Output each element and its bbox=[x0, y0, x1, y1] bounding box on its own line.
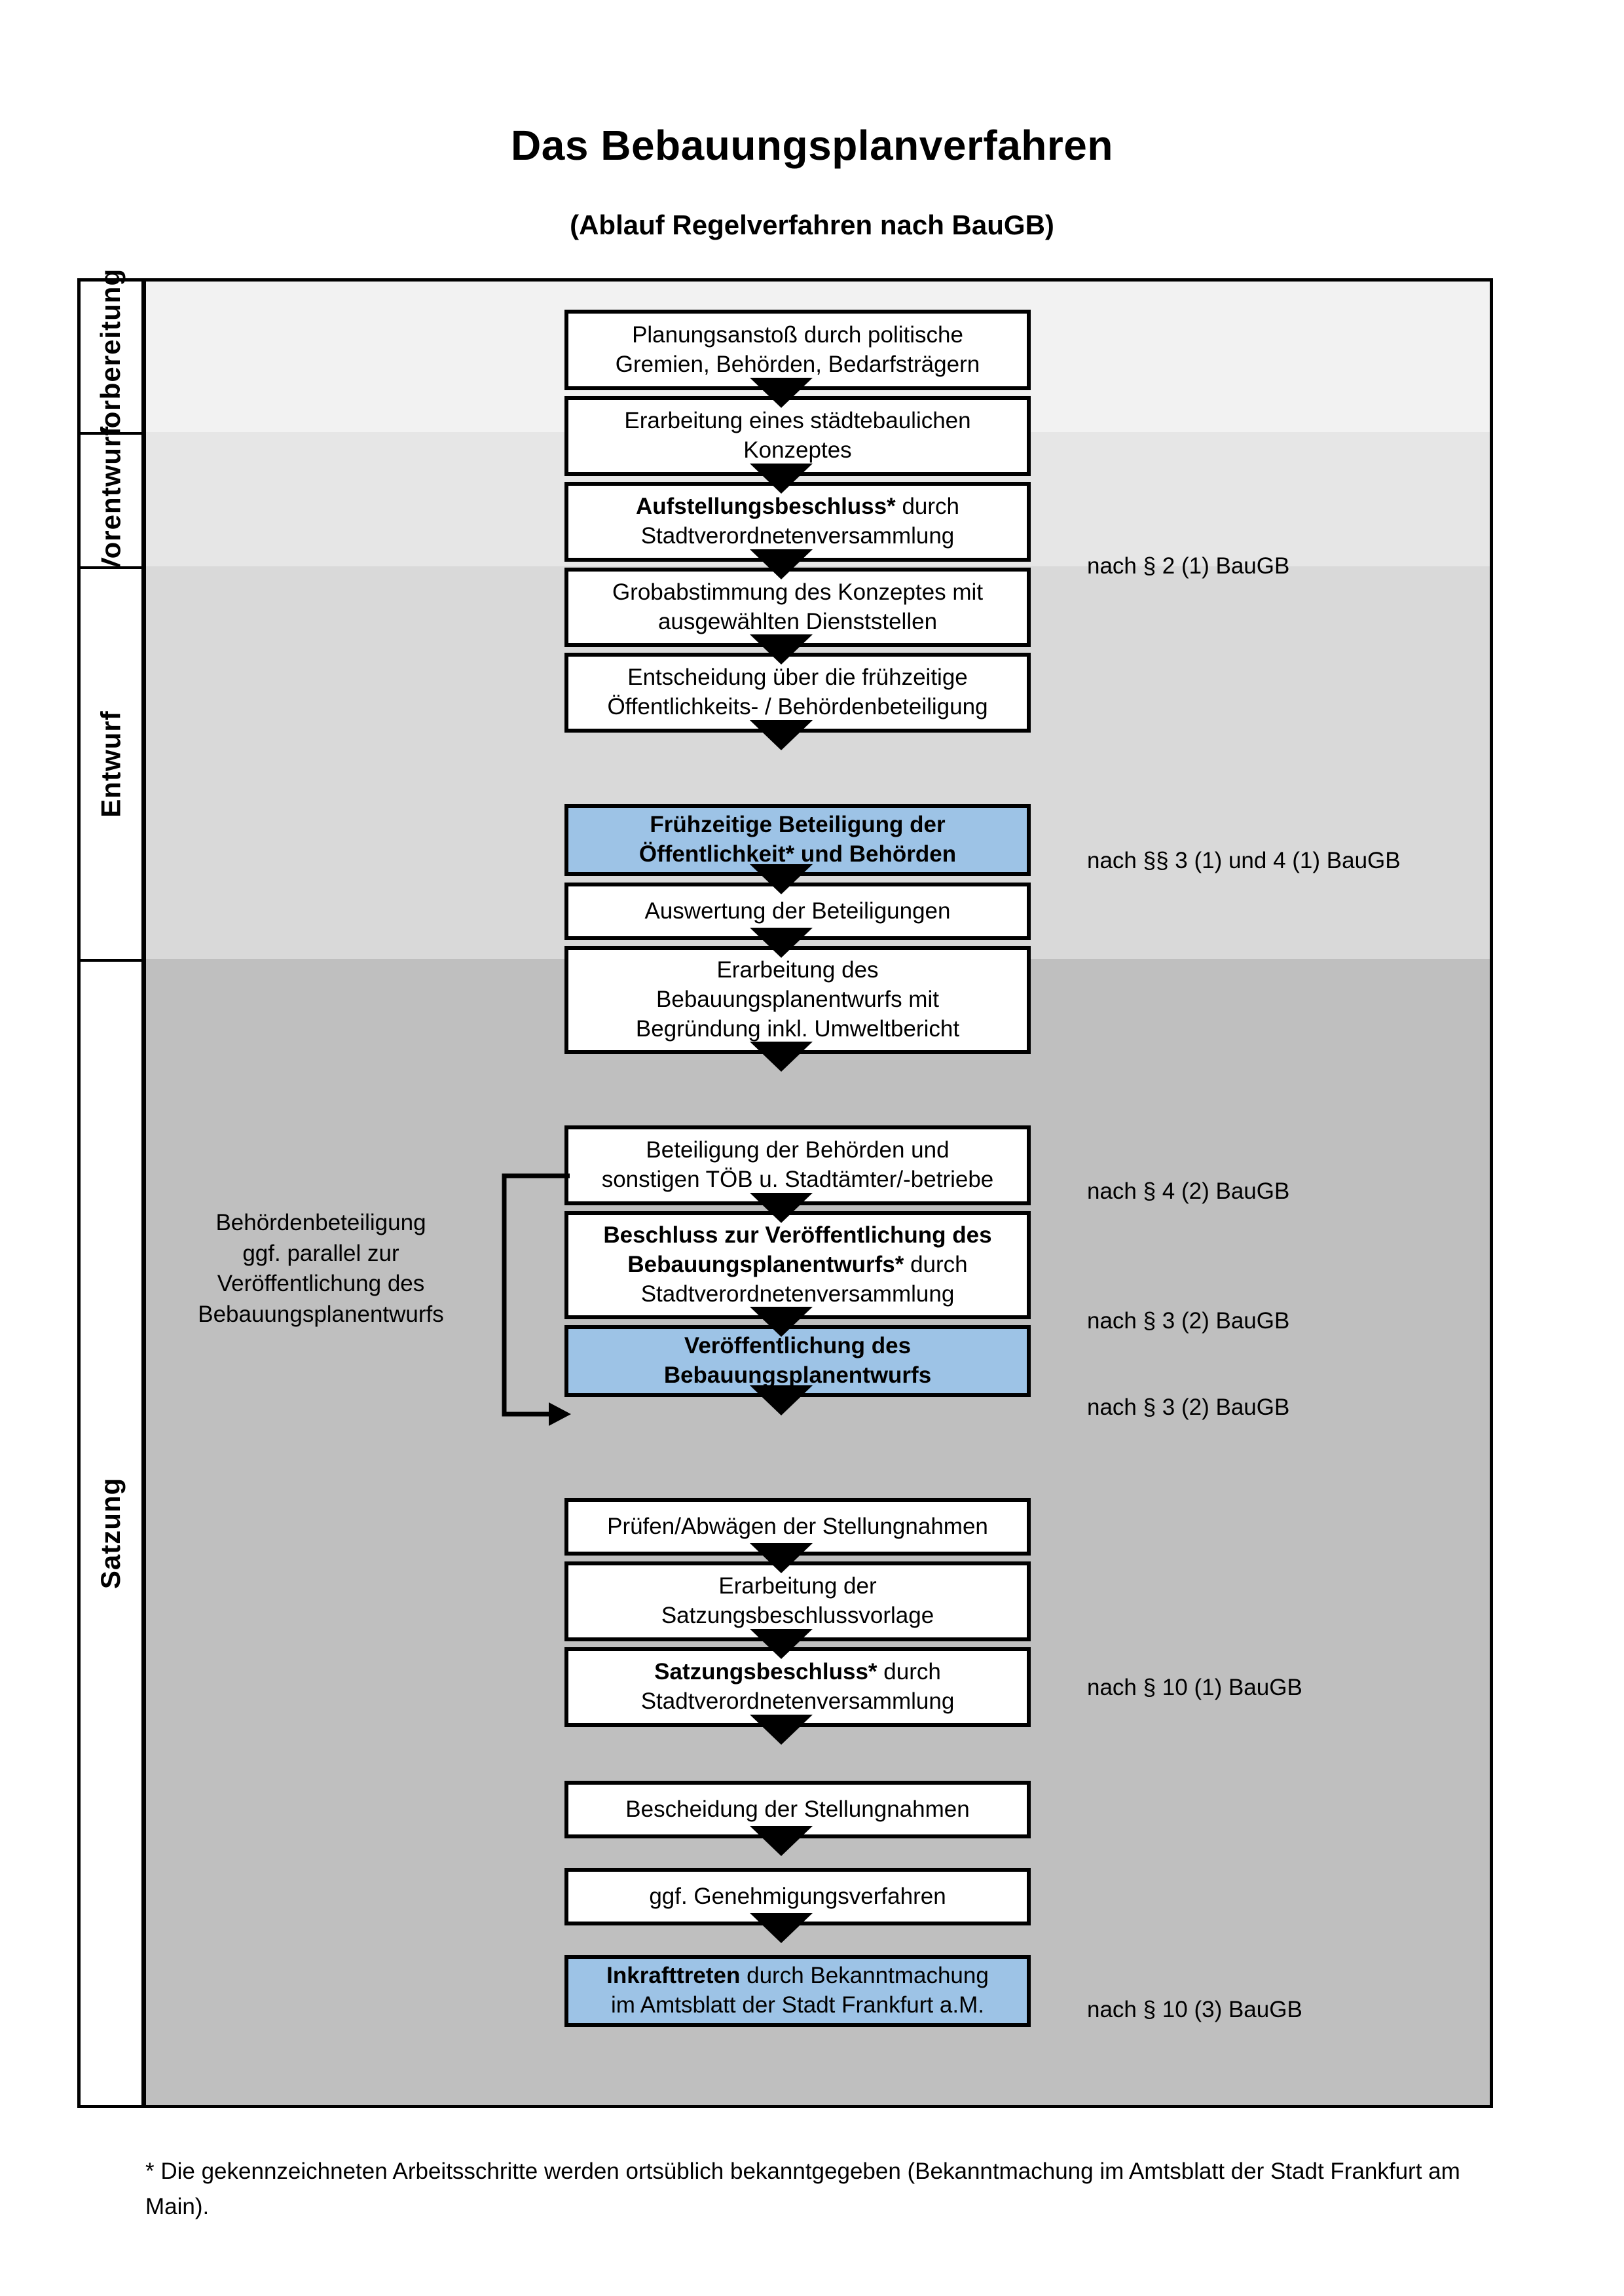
node-line: Veröffentlichung des bbox=[684, 1333, 912, 1359]
side-note-behoerdenbeteiligung: Behördenbeteiligung ggf. parallel zur Ve… bbox=[167, 1208, 475, 1330]
phase-label-column: Vorbereitung Vorentwurf Entwurf Satzung bbox=[81, 268, 146, 2105]
phase-label-text: Vorbereitung bbox=[95, 268, 126, 446]
node-line: Erarbeitung der bbox=[718, 1573, 877, 1599]
node-konzept[interactable]: Erarbeitung eines städtebaulichen Konzep… bbox=[564, 396, 1031, 476]
flow-arrow bbox=[750, 464, 813, 494]
phase-label-vorbereitung: Vorbereitung bbox=[81, 268, 141, 445]
flow-arrow bbox=[750, 1826, 813, 1856]
node-line: Bebauungsplanentwurfs mit bbox=[656, 987, 939, 1013]
phase-label-vorentwurf: Vorentwurf bbox=[81, 426, 141, 575]
node-bold-text: Aufstellungsbeschluss* bbox=[635, 494, 896, 520]
flow-arrow bbox=[750, 864, 813, 894]
node-line: ggf. Genehmigungsverfahren bbox=[649, 1883, 946, 1909]
node-line: ausgewählten Dienststellen bbox=[657, 608, 938, 634]
side-note-line: Veröffentlichung des bbox=[217, 1271, 425, 1297]
flow-arrow bbox=[750, 1543, 813, 1573]
legal-ref-fruehzeitige-beteiligung: nach §§ 3 (1) und 4 (1) BauGB bbox=[1087, 848, 1401, 873]
side-note-line: Bebauungsplanentwurfs bbox=[198, 1301, 444, 1327]
phase-label-text: Satzung bbox=[95, 1477, 126, 1590]
node-line: Entscheidung über die frühzeitige bbox=[627, 665, 968, 691]
footnote: * Die gekennzeichneten Arbeitsschritte w… bbox=[145, 2159, 1460, 2220]
node-line: Öffentlichkeits- / Behördenbeteiligung bbox=[607, 694, 988, 720]
node-line: Grobabstimmung des Konzeptes mit bbox=[612, 579, 984, 605]
node-line: Begründung inkl. Umweltbericht bbox=[635, 1015, 960, 1042]
flow-arrow bbox=[750, 720, 813, 750]
node-line: Bebauungsplanentwurfs bbox=[663, 1362, 932, 1388]
node-bold-text: Satzungsbeschluss* bbox=[654, 1659, 877, 1685]
legal-ref-aufstellungsbeschluss: nach § 2 (1) BauGB bbox=[1087, 553, 1290, 579]
node-line: Satzungsbeschlussvorlage bbox=[661, 1603, 934, 1628]
flowchart-frame: Vorbereitung Vorentwurf Entwurf Satzung bbox=[77, 268, 1493, 2108]
node-line: sonstigen TÖB u. Stadtämter/-betriebe bbox=[601, 1167, 994, 1192]
node-bold-text: Inkrafttreten bbox=[606, 1963, 741, 1989]
node-line: Gremien, Behörden, Bedarfsträgern bbox=[615, 351, 980, 377]
node-rest-text: durch Bekanntmachung bbox=[740, 1963, 989, 1989]
page-subtitle: (Ablauf Regelverfahren nach BauGB) bbox=[570, 210, 1054, 240]
node-beteiligung-behoerden[interactable]: Beteiligung der Behörden und sonstigen T… bbox=[564, 1125, 1031, 1205]
node-line: Auswertung der Beteiligungen bbox=[644, 898, 951, 924]
node-bold-text: Beschluss zur Veröffentlichung des Bebau… bbox=[603, 1222, 992, 1278]
bracket-arrowhead bbox=[549, 1402, 571, 1426]
node-line: Stadtverordnetenversammlung bbox=[640, 523, 955, 549]
phase-label-text: Vorentwurf bbox=[95, 426, 126, 575]
phase-label-text: Entwurf bbox=[95, 710, 126, 818]
side-note-line: Behördenbeteiligung bbox=[215, 1210, 426, 1235]
node-line: Stadtverordnetenversammlung bbox=[640, 1281, 955, 1307]
phase-divider bbox=[81, 432, 141, 435]
phase-label-satzung: Satzung bbox=[81, 962, 141, 2105]
flow-arrow bbox=[750, 928, 813, 958]
legal-ref-satzungsbeschluss: nach § 10 (1) BauGB bbox=[1087, 1675, 1302, 1700]
legal-ref-inkrafttreten: nach § 10 (3) BauGB bbox=[1087, 1997, 1302, 2022]
node-line: Konzeptes bbox=[743, 437, 852, 463]
node-line: Erarbeitung des bbox=[716, 957, 879, 983]
flow-arrow bbox=[750, 1042, 813, 1072]
legal-ref-veroeffentlichung: nach § 3 (2) BauGB bbox=[1087, 1394, 1290, 1420]
flow-arrow bbox=[750, 1913, 813, 1943]
flow-arrow bbox=[750, 1193, 813, 1223]
node-line: Planungsanstoß durch politische bbox=[632, 321, 963, 348]
node-line: Stadtverordnetenversammlung bbox=[640, 1688, 955, 1714]
flow-arrow bbox=[750, 549, 813, 579]
node-beschluss-veroeffentlichung[interactable]: Beschluss zur Veröffentlichung des Bebau… bbox=[564, 1211, 1031, 1319]
node-line: im Amtsblatt der Stadt Frankfurt a.M. bbox=[611, 1992, 984, 2018]
legal-ref-beschluss-veroeffentlichung: nach § 3 (2) BauGB bbox=[1087, 1308, 1290, 1334]
flow-arrow bbox=[750, 1629, 813, 1659]
flow-arrow bbox=[750, 1715, 813, 1745]
node-veroeffentlichung[interactable]: Veröffentlichung des Bebauungsplanentwur… bbox=[564, 1325, 1031, 1397]
node-inkrafttreten[interactable]: Inkrafttreten durch Bekanntmachung im Am… bbox=[564, 1955, 1031, 2027]
node-line: Frühzeitige Beteiligung der bbox=[650, 812, 946, 838]
node-satzungsbeschlussvorlage[interactable]: Erarbeitung der Satzungsbeschlussvorlage bbox=[564, 1561, 1031, 1641]
node-rest-text: durch bbox=[904, 1252, 968, 1278]
node-line: Beteiligung der Behörden und bbox=[646, 1137, 950, 1163]
side-note-line: ggf. parallel zur bbox=[242, 1240, 399, 1266]
legal-ref-beteiligung-behoerden: nach § 4 (2) BauGB bbox=[1087, 1178, 1290, 1204]
flow-arrow bbox=[750, 1385, 813, 1415]
flow-arrow bbox=[750, 1307, 813, 1337]
bracket-path bbox=[502, 1173, 570, 1417]
node-line: Prüfen/Abwägen der Stellungnahmen bbox=[607, 1513, 988, 1539]
phase-divider bbox=[81, 959, 141, 962]
node-erarbeitung-entwurf[interactable]: Erarbeitung des Bebauungsplanentwurfs mi… bbox=[564, 946, 1031, 1054]
flow-arrow bbox=[750, 378, 813, 408]
phase-label-entwurf: Entwurf bbox=[81, 569, 141, 959]
phase-divider bbox=[81, 566, 141, 569]
page-title: Das Bebauungsplanverfahren bbox=[511, 122, 1113, 169]
node-line: Erarbeitung eines städtebaulichen bbox=[624, 408, 971, 434]
node-rest-text: durch bbox=[877, 1659, 941, 1685]
node-line: Öffentlichkeit* und Behörden bbox=[638, 841, 957, 867]
node-line: Bescheidung der Stellungnahmen bbox=[625, 1796, 970, 1822]
flow-arrow bbox=[750, 634, 813, 665]
bracket-connector-arrow bbox=[502, 1173, 571, 1426]
node-rest-text: durch bbox=[895, 494, 960, 520]
node-grobabstimmung[interactable]: Grobabstimmung des Konzeptes mit ausgewä… bbox=[564, 568, 1031, 647]
